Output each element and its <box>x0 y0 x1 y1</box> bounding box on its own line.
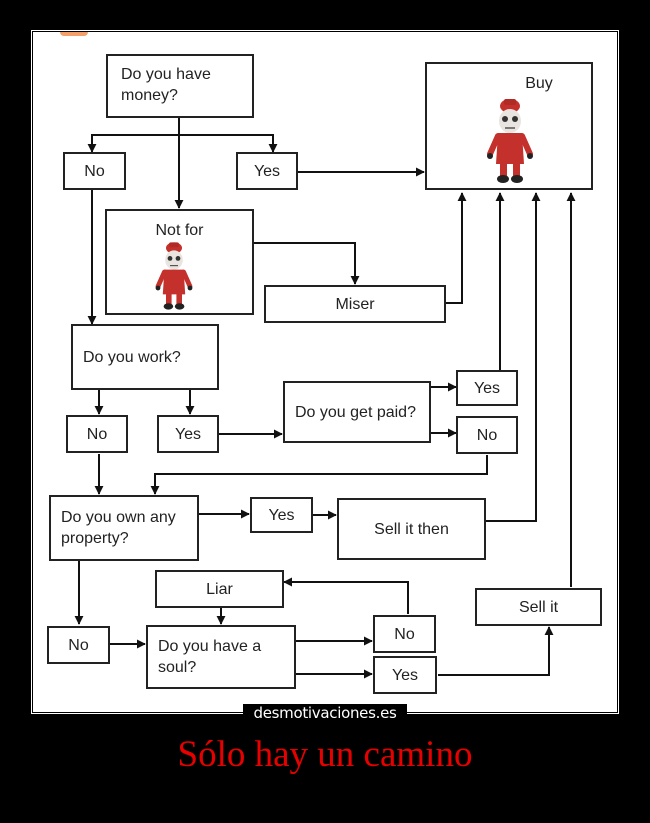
no-box-property: No <box>47 626 110 664</box>
no-box-1: No <box>63 152 126 190</box>
not-for-label: Not for <box>155 222 204 239</box>
arrow-notfor-to-miser <box>254 242 360 285</box>
plush-doll-icon <box>155 242 193 310</box>
plush-doll-icon <box>487 99 533 183</box>
yes-box-paid: Yes <box>456 370 518 406</box>
arrow-no-to-liar <box>283 577 409 614</box>
sell-then-box: Sell it then <box>337 498 486 560</box>
yes-box-soul: Yes <box>373 656 437 694</box>
liar-box: Liar <box>155 570 284 608</box>
no-box-work: No <box>66 415 128 453</box>
arrow-sellthen-to-buy <box>486 192 541 522</box>
yes-box-property: Yes <box>250 497 313 533</box>
paid-question-box: Do you get paid? <box>283 381 431 443</box>
yes-box-1: Yes <box>236 152 298 190</box>
arrow-yes-to-sellit <box>438 626 554 676</box>
arrow-paidno-to-property <box>150 455 488 495</box>
no-box-paid: No <box>456 416 518 454</box>
work-question-box: Do you work? <box>71 324 219 390</box>
poster-caption: Sólo hay un camino <box>177 734 473 775</box>
soul-question-box: Do you have a soul? <box>146 625 296 689</box>
watermark: desmotivaciones.es <box>0 704 650 723</box>
property-question-box: Do you own any property? <box>49 495 199 561</box>
watermark-text: desmotivaciones.es <box>243 704 407 722</box>
sell-it-box: Sell it <box>475 588 602 626</box>
arrow-money-to-yes <box>91 134 278 153</box>
decorative-accent <box>60 32 88 36</box>
miser-box: Miser <box>264 285 446 323</box>
yes-box-work: Yes <box>157 415 219 453</box>
money-question-box: Do you have money? <box>106 54 254 118</box>
buy-label: Buy <box>525 75 553 92</box>
no-box-soul: No <box>373 615 436 653</box>
arrow-miser-to-buy <box>446 192 467 304</box>
